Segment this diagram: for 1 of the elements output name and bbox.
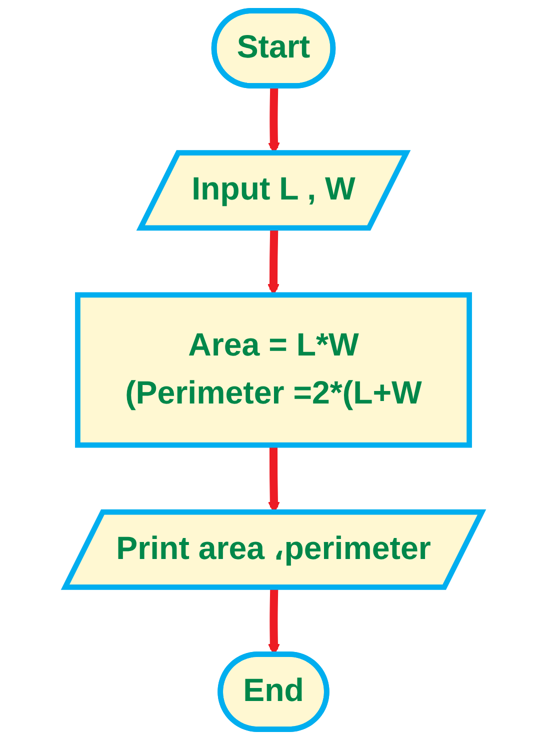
node-box: Area = L*W (Perimeter =2*(L+W — [75, 292, 472, 448]
